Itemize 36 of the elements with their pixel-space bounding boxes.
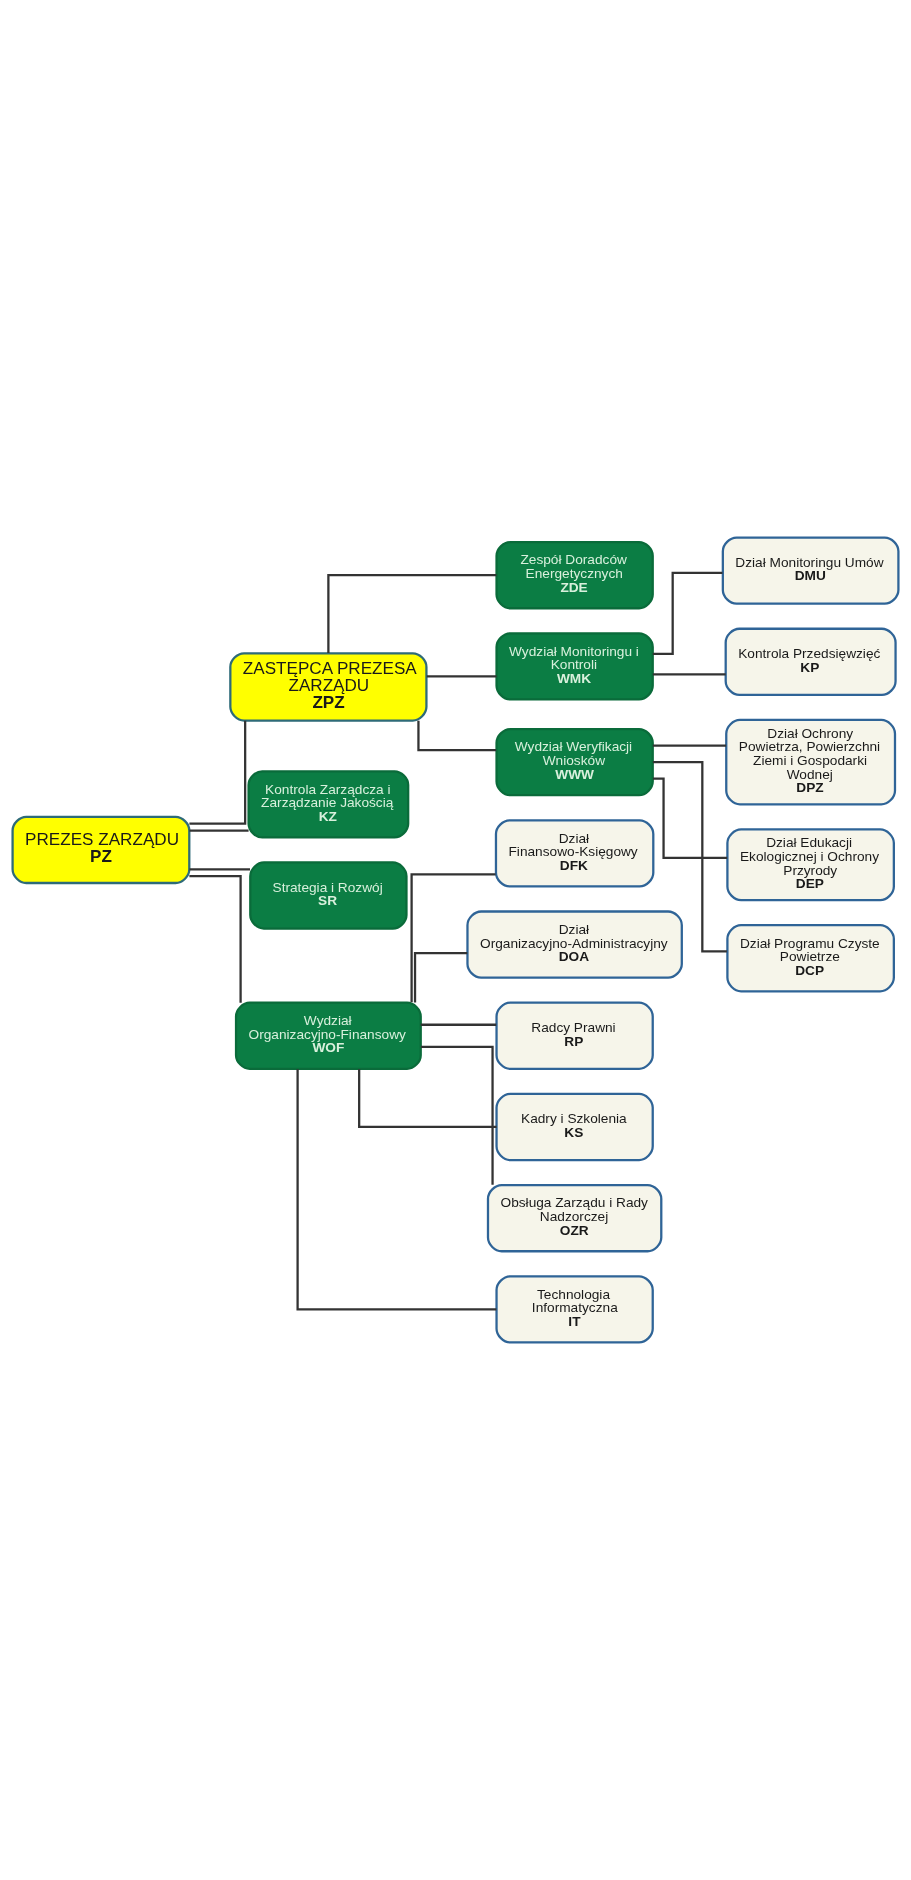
connector — [426, 675, 497, 678]
node-box: Obsługa Zarządu i Rady Nadzorczej OZR — [486, 1183, 663, 1253]
connector — [358, 1069, 497, 1129]
connector — [327, 574, 497, 654]
connector — [189, 720, 247, 825]
connector — [189, 829, 249, 832]
node-box: Wydział Weryfikacji Wniosków WWW — [495, 727, 654, 797]
node-box: Wydział Organizacyjno-Finansowy WOF — [234, 1001, 422, 1070]
connector — [189, 875, 242, 1003]
connector — [421, 1045, 494, 1185]
node-box: Technologia Informatyczna IT — [495, 1275, 654, 1344]
node-box: Wydział Monitoringu i Kontroli WMK — [495, 632, 654, 701]
connector — [417, 720, 497, 752]
node-box: Dział Finansowo-Księgowy DFK — [494, 819, 655, 888]
connector — [296, 1069, 497, 1311]
node-box: Kontrola Zarządcza i Zarządzanie Jakością KZ — [247, 770, 410, 839]
node-box: ZASTĘPCA PREZESA ZARZĄDU ZPZ — [229, 652, 428, 722]
connector — [652, 744, 727, 747]
node-box: Kontrola Przedsięwzięć KP — [724, 627, 897, 697]
node-box: Radcy Prawni RP — [495, 1001, 654, 1070]
connector — [410, 873, 496, 1003]
node-box: Dział Organizacyjno-Administracyjny DOA — [466, 910, 683, 979]
connector — [653, 777, 728, 860]
node-box: Dział Monitoringu Umów DMU — [721, 536, 900, 605]
node-box: Zespół Doradców Energetycznych ZDE — [495, 541, 654, 610]
connector — [189, 868, 251, 871]
connector — [413, 951, 468, 1003]
node-box: PREZES ZARZĄDU PZ — [11, 815, 191, 885]
node-box: Kadry i Szkolenia KS — [495, 1092, 654, 1162]
connector — [652, 673, 726, 676]
connector — [420, 1023, 497, 1026]
node-box: Dział Programu Czyste Powietrze DCP — [726, 924, 895, 993]
connector — [652, 571, 723, 655]
node-box: Dział Ochrony Powietrza, Powierzchni Ziemi i Gospodarki Wodnej DPZ — [725, 718, 897, 806]
node-box: Strategia i Rozwój SR — [249, 861, 408, 930]
node-box: Dział Edukacji Ekologicznej i Ochrony Przyrody DEP — [726, 828, 895, 902]
